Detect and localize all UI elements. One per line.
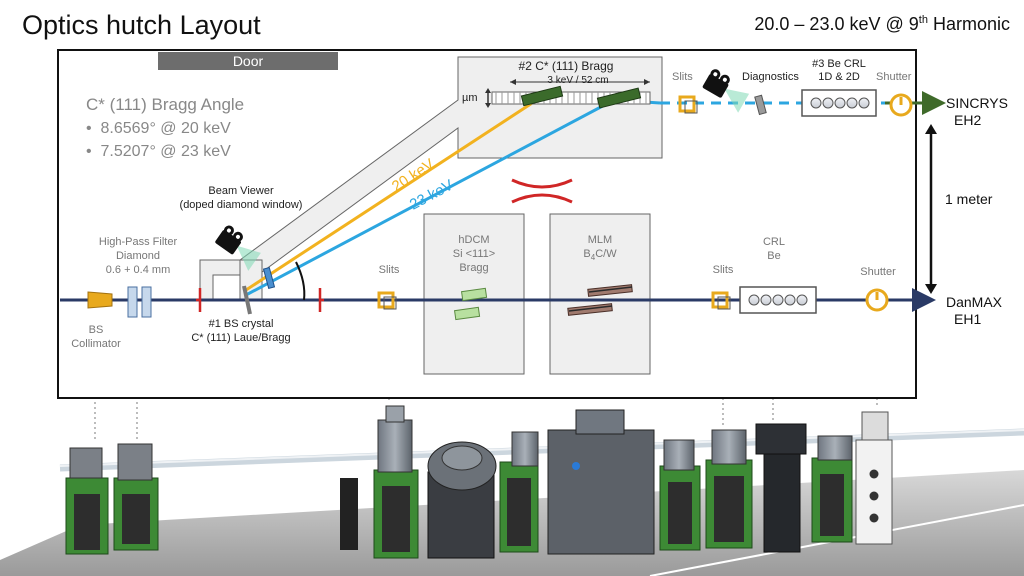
energy-range-text: 20.0 – 23.0 keV @ 9	[754, 14, 919, 34]
shutter-sincrys-icon	[889, 93, 913, 117]
danmax-destination: DanMAX	[946, 294, 1003, 310]
diagnostics-camera-icon	[702, 69, 750, 113]
apertures	[196, 288, 324, 312]
mlm-label-line1: MLM	[587, 234, 613, 246]
beam-viewer-label-line1: Beam Viewer	[208, 185, 274, 197]
slits-1-icon	[377, 291, 397, 310]
diagnostics-label: Diagnostics	[742, 71, 799, 83]
bragg2-scale-label: 3 keV / 52 cm	[547, 75, 609, 86]
collimator-label-line1: BS	[88, 324, 104, 336]
stand-cavities	[74, 474, 844, 552]
crl-label-line1: CRL	[762, 236, 785, 248]
slits-chamber	[511, 431, 539, 467]
hdcm-label-line3: Bragg	[459, 262, 489, 274]
crl-unit	[755, 423, 807, 455]
bs-crystal-cap	[385, 405, 405, 423]
bragg-angle-heading: C* (111) Bragg Angle	[86, 95, 245, 114]
filter-unit	[117, 443, 153, 481]
collimator-unit	[69, 447, 103, 479]
bs-crystal-label-line1: #1 BS crystal	[208, 318, 274, 330]
shutter-top	[861, 411, 889, 441]
filter-label-line2: Diamond	[115, 250, 161, 262]
sincrys-destination: SINCRYS	[946, 95, 1008, 111]
chamber-b	[817, 435, 853, 461]
shutter-port-1	[869, 469, 879, 479]
slits-2-icon	[711, 291, 731, 310]
bragg2-crystal-1	[520, 85, 564, 107]
crl3-label-line2: 1D & 2D	[818, 71, 860, 83]
mlm-vessel	[547, 429, 655, 555]
bragg-angle-value-23kev: 7.5207° @ 23 keV	[100, 143, 231, 160]
beam-viewer-label-line2: (doped diamond window)	[179, 199, 303, 211]
bs-crystal-chamber	[377, 419, 413, 473]
beam-20kev	[245, 92, 547, 292]
bragg-angle-item-1: • 8.6569° @ 20 keV	[86, 120, 231, 137]
filter-plate-2	[141, 286, 152, 318]
slits-3-icon	[678, 95, 698, 114]
beamline-3d-render	[0, 405, 1024, 576]
bragg-angle-arc	[295, 261, 306, 301]
shutter-port-3	[869, 513, 879, 523]
bragg2-title: #2 C* (111) Bragg	[518, 59, 614, 73]
slits2-chamber	[711, 429, 747, 465]
page-title: Optics hutch Layout	[22, 10, 261, 40]
beam-viewer-window	[262, 266, 276, 290]
sincrys-destination-hutch: EH2	[954, 112, 982, 128]
crl-main-icon	[739, 286, 817, 314]
filter-label-line3: 0.6 + 0.4 mm	[105, 264, 171, 276]
diagnostics-screen	[754, 94, 767, 116]
filter-label-line1: High-Pass Filter	[98, 236, 178, 248]
hdcm-label-line1: hDCM	[458, 234, 490, 246]
hdcm-crystal-2	[453, 306, 481, 321]
crl3-label-line1: #3 Be CRL	[812, 58, 866, 70]
mlm-boron: B	[583, 248, 591, 260]
bragg2-crystal-2	[596, 87, 642, 109]
one-meter-label: 1 meter	[945, 191, 993, 207]
crl-label-line2: Be	[767, 250, 781, 262]
collimator-label-line2: Collimator	[71, 338, 121, 350]
focus-symbol	[511, 178, 573, 204]
shutter-main-label: Shutter	[860, 266, 896, 278]
door-label: Door	[232, 53, 264, 69]
bs-crystal-plate	[242, 285, 252, 315]
energy-range-subtitle: 20.0 – 23.0 keV @ 9th Harmonic	[754, 14, 1010, 35]
mlm-multilayer	[567, 284, 633, 316]
mlm-subscript: 4	[590, 253, 596, 263]
crl-stand	[763, 453, 801, 553]
shutter-port-2	[869, 491, 879, 501]
pillar	[340, 478, 358, 550]
hdcm-label-line2: Si <111>	[452, 248, 496, 260]
slits-sincrys-label: Slits	[672, 71, 693, 83]
door	[158, 52, 338, 70]
hdcm-crystal-1	[460, 287, 488, 302]
bragg-angle-item-2: • 7.5207° @ 23 keV	[86, 143, 231, 160]
mlm-material: C/W	[595, 248, 617, 260]
beam-23kev	[245, 98, 615, 297]
shutter-main-icon	[865, 288, 889, 312]
shutter-sincrys-label: Shutter	[876, 71, 912, 83]
hdcm-dome-top	[441, 445, 483, 471]
beam-viewer-camera-icon	[215, 225, 261, 271]
chamber-a	[663, 439, 695, 471]
collimator-icon	[87, 291, 113, 309]
micrometer-label: µm	[462, 92, 478, 104]
slits-1-label: Slits	[378, 264, 400, 276]
mlm-vessel-top	[575, 409, 625, 435]
mlm-label-line2: B4C/W	[550, 248, 650, 264]
slits-2-label: Slits	[712, 264, 734, 276]
harmonic-suffix: Harmonic	[927, 14, 1010, 34]
bs-crystal-label-line2: C* (111) Laue/Bragg	[191, 332, 291, 344]
filter-plate-1	[127, 286, 138, 318]
harmonic-superscript: th	[918, 14, 928, 26]
mlm-indicator	[572, 462, 580, 470]
bragg-angle-value-20kev: 8.6569° @ 20 keV	[100, 120, 231, 137]
danmax-destination-hutch: EH1	[954, 311, 982, 327]
crl-3-icon	[801, 89, 877, 117]
